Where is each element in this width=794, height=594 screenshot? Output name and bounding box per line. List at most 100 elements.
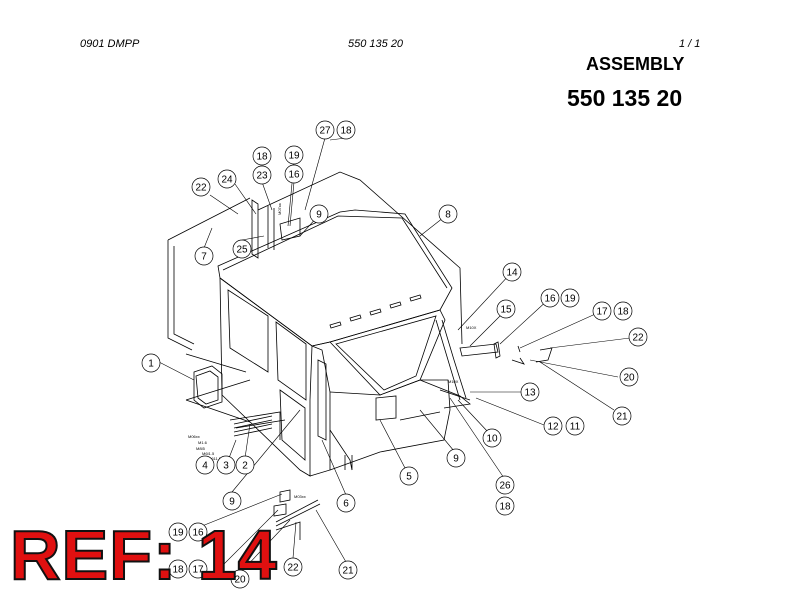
callout-number: 6 xyxy=(343,499,349,510)
callout-circle xyxy=(284,164,304,184)
callout-16: 16 xyxy=(284,164,304,184)
side-rail xyxy=(435,319,467,401)
callout-circle xyxy=(619,367,639,387)
callout-number: 18 xyxy=(172,565,184,576)
callout-23: 23 xyxy=(252,165,272,185)
callout-number: 22 xyxy=(287,563,299,574)
callout-11: 11 xyxy=(565,416,585,436)
callout-9: 9 xyxy=(222,491,242,511)
callout-number: 13 xyxy=(524,388,536,399)
small-label: M10X xyxy=(466,325,477,330)
callout-number: 18 xyxy=(499,502,511,513)
callout-circle xyxy=(309,204,329,224)
callout-number: 11 xyxy=(570,422,581,433)
callout-circle xyxy=(230,569,250,589)
callout-16: 16 xyxy=(540,288,560,308)
small-label: M07xx xyxy=(277,203,282,215)
callout-circle xyxy=(232,239,252,259)
callout-13: 13 xyxy=(520,382,540,402)
callout-number: 9 xyxy=(316,210,322,221)
header-page-number: 1 / 1 xyxy=(679,38,701,50)
callout-18: 18 xyxy=(252,146,272,166)
callout-circle xyxy=(495,475,515,495)
callout-circle xyxy=(399,466,419,486)
callout-number: 16 xyxy=(288,170,300,181)
callout-number: 8 xyxy=(445,210,451,221)
callout-number: 16 xyxy=(192,528,204,539)
small-label: M03xx xyxy=(294,494,306,499)
callout-7: 7 xyxy=(194,246,214,266)
callout-circle xyxy=(217,169,237,189)
callout-number: 24 xyxy=(221,175,233,186)
callout-circle xyxy=(194,246,214,266)
callout-number: 18 xyxy=(340,126,352,137)
callout-number: 27 xyxy=(319,126,331,137)
callout-18: 18 xyxy=(336,120,356,140)
callout-circle xyxy=(188,559,208,579)
callout-20: 20 xyxy=(619,367,639,387)
callout-10: 10 xyxy=(482,428,502,448)
callout-circle xyxy=(336,120,356,140)
callout-12: 12 xyxy=(543,416,563,436)
callout-number: 7 xyxy=(201,252,207,263)
callout-number: 21 xyxy=(616,412,628,423)
callout-circle xyxy=(502,262,522,282)
callout-circle xyxy=(543,416,563,436)
callout-18: 18 xyxy=(168,559,188,579)
reference-watermark: REF: 14 xyxy=(9,516,278,594)
callout-number: 18 xyxy=(256,152,268,163)
callout-circle xyxy=(628,327,648,347)
callout-number: 19 xyxy=(564,294,576,305)
callout-number: 16 xyxy=(544,294,556,305)
cab-lower-front xyxy=(329,379,451,471)
callout-circle xyxy=(336,493,356,513)
cab-door xyxy=(309,345,331,477)
callout-22: 22 xyxy=(628,327,648,347)
callout-circle xyxy=(438,204,458,224)
callout-number: 20 xyxy=(623,373,635,384)
callout-circle xyxy=(222,491,242,511)
callout-number: 12 xyxy=(547,422,559,433)
callout-3: 3 xyxy=(216,455,236,475)
callout-18: 18 xyxy=(613,301,633,321)
callout-number: 9 xyxy=(229,497,235,508)
callout-21: 21 xyxy=(612,406,632,426)
callout-number: 18 xyxy=(617,307,629,318)
callout-9: 9 xyxy=(309,204,329,224)
callout-25: 25 xyxy=(232,239,252,259)
callout-4: 4 xyxy=(195,455,215,475)
callout-number: 15 xyxy=(500,305,512,316)
callout-number: 17 xyxy=(192,565,204,576)
callout-circle xyxy=(195,455,215,475)
small-label: M611.5 xyxy=(208,456,222,461)
callout-17: 17 xyxy=(188,559,208,579)
callout-16: 16 xyxy=(188,522,208,542)
front-window xyxy=(329,309,446,396)
callout-circle xyxy=(540,288,560,308)
small-label: M1.6 xyxy=(198,440,208,445)
callout-1: 1 xyxy=(141,353,161,373)
callout-5: 5 xyxy=(399,466,419,486)
callout-circle xyxy=(338,560,358,580)
callout-circle xyxy=(191,177,211,197)
callout-22: 22 xyxy=(191,177,211,197)
header-part-number: 550 135 20 xyxy=(348,38,404,50)
small-label: M10X xyxy=(448,379,459,384)
callout-19: 19 xyxy=(284,145,304,165)
callout-number: 23 xyxy=(256,171,268,182)
callout-number: 2 xyxy=(242,461,248,472)
callout-number: 22 xyxy=(632,333,644,344)
callout-circle xyxy=(496,299,516,319)
assembly-number: 550 135 20 xyxy=(567,85,683,111)
callout-number: 5 xyxy=(406,472,412,483)
callout-circle xyxy=(612,406,632,426)
callout-circle xyxy=(168,522,188,542)
callout-circle xyxy=(495,496,515,516)
callout-circle xyxy=(315,120,335,140)
callout-circle xyxy=(520,382,540,402)
callout-circle xyxy=(482,428,502,448)
callout-14: 14 xyxy=(502,262,522,282)
callout-18: 18 xyxy=(495,496,515,516)
callout-22: 22 xyxy=(283,557,303,577)
